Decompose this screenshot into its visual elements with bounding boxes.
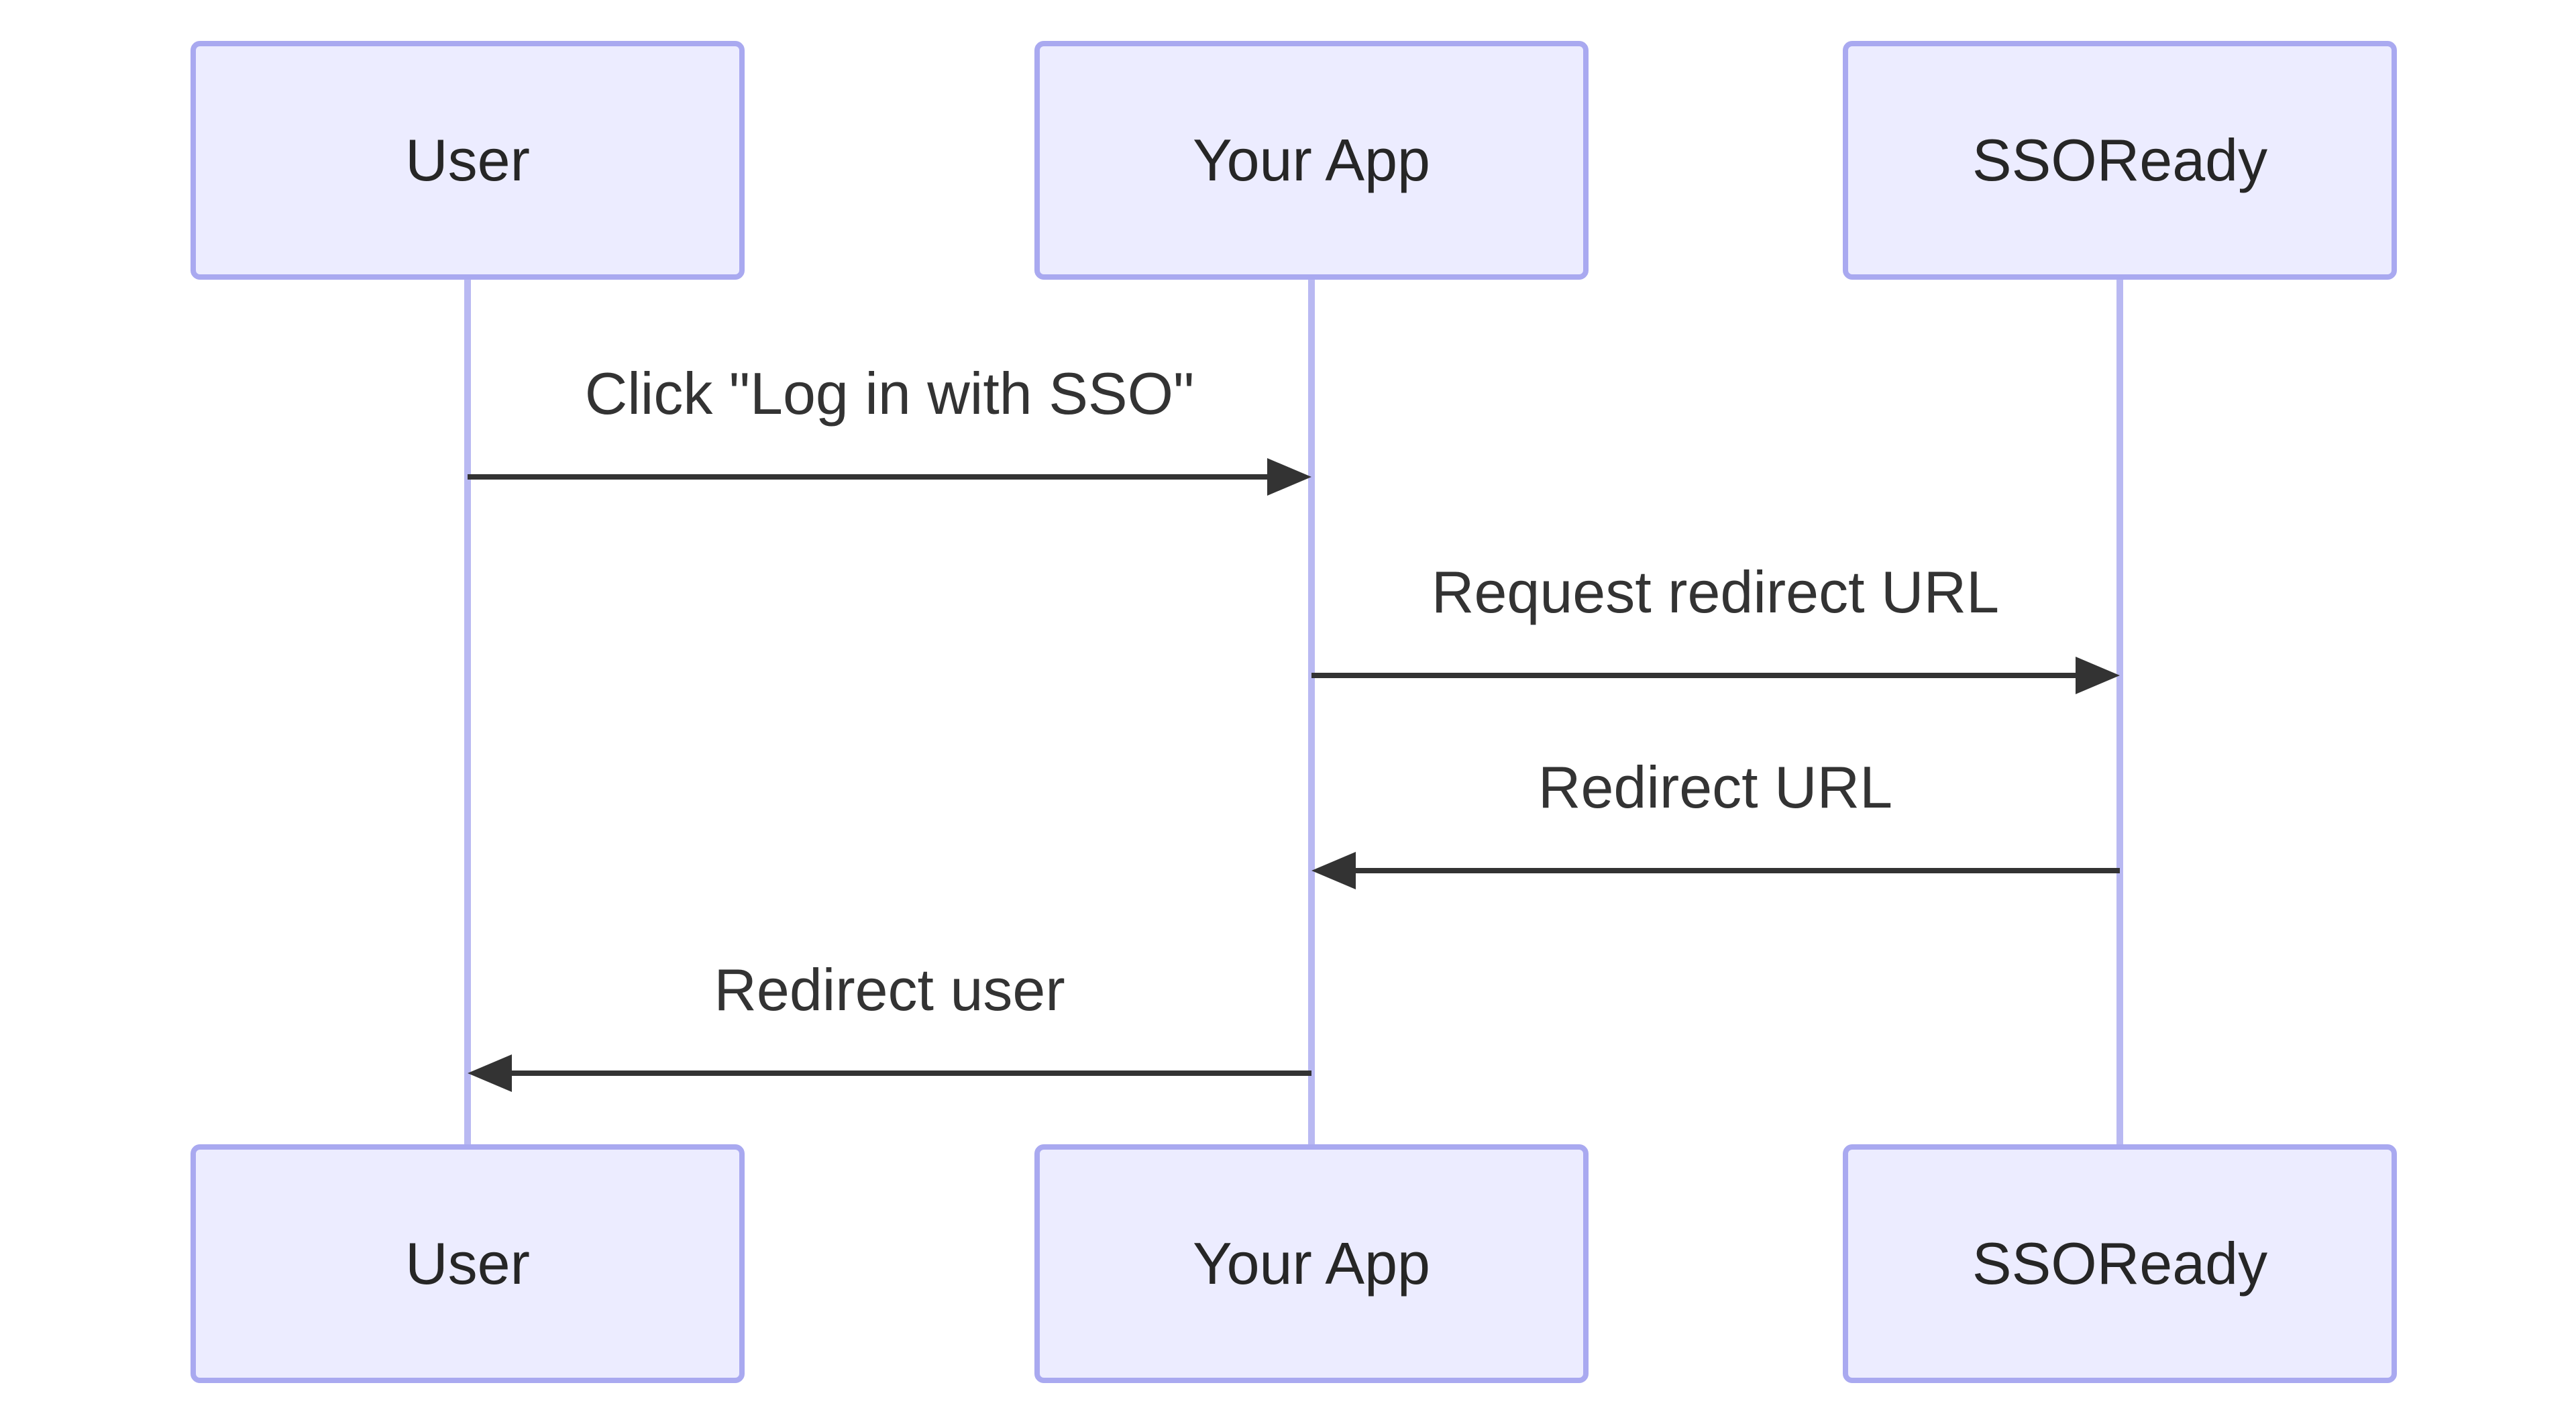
actor-bottom-user-label: User: [405, 1230, 530, 1297]
message-1-label: Click "Log in with SSO": [584, 360, 1195, 427]
message-4-line: [508, 1071, 1311, 1076]
lifeline-your-app: [1308, 278, 1315, 1146]
message-2-label: Request redirect URL: [1431, 559, 2000, 625]
actor-top-ssoready-label: SSOReady: [1972, 127, 2268, 193]
actor-bottom-ssoready-label: SSOReady: [1972, 1230, 2268, 1297]
actor-bottom-your-app: Your App: [1034, 1144, 1589, 1383]
message-4-arrowhead-icon: [468, 1054, 512, 1092]
message-3-arrowhead-icon: [1311, 852, 1356, 889]
message-3-label: Redirect URL: [1538, 754, 1893, 820]
lifeline-user: [464, 278, 471, 1146]
message-3-line: [1352, 868, 2120, 873]
message-1-line: [468, 474, 1271, 480]
message-2-line: [1311, 673, 2080, 678]
message-1-arrowhead-icon: [1267, 458, 1311, 496]
actor-top-your-app: Your App: [1034, 41, 1589, 280]
actor-top-your-app-label: Your App: [1193, 127, 1430, 193]
message-4-label: Redirect user: [714, 956, 1065, 1023]
actor-top-user: User: [191, 41, 745, 280]
actor-bottom-ssoready: SSOReady: [1843, 1144, 2397, 1383]
actor-top-user-label: User: [405, 127, 530, 193]
actor-top-ssoready: SSOReady: [1843, 41, 2397, 280]
lifeline-ssoready: [2116, 278, 2123, 1146]
actor-bottom-your-app-label: Your App: [1193, 1230, 1430, 1297]
actor-bottom-user: User: [191, 1144, 745, 1383]
message-2-arrowhead-icon: [2076, 657, 2120, 694]
